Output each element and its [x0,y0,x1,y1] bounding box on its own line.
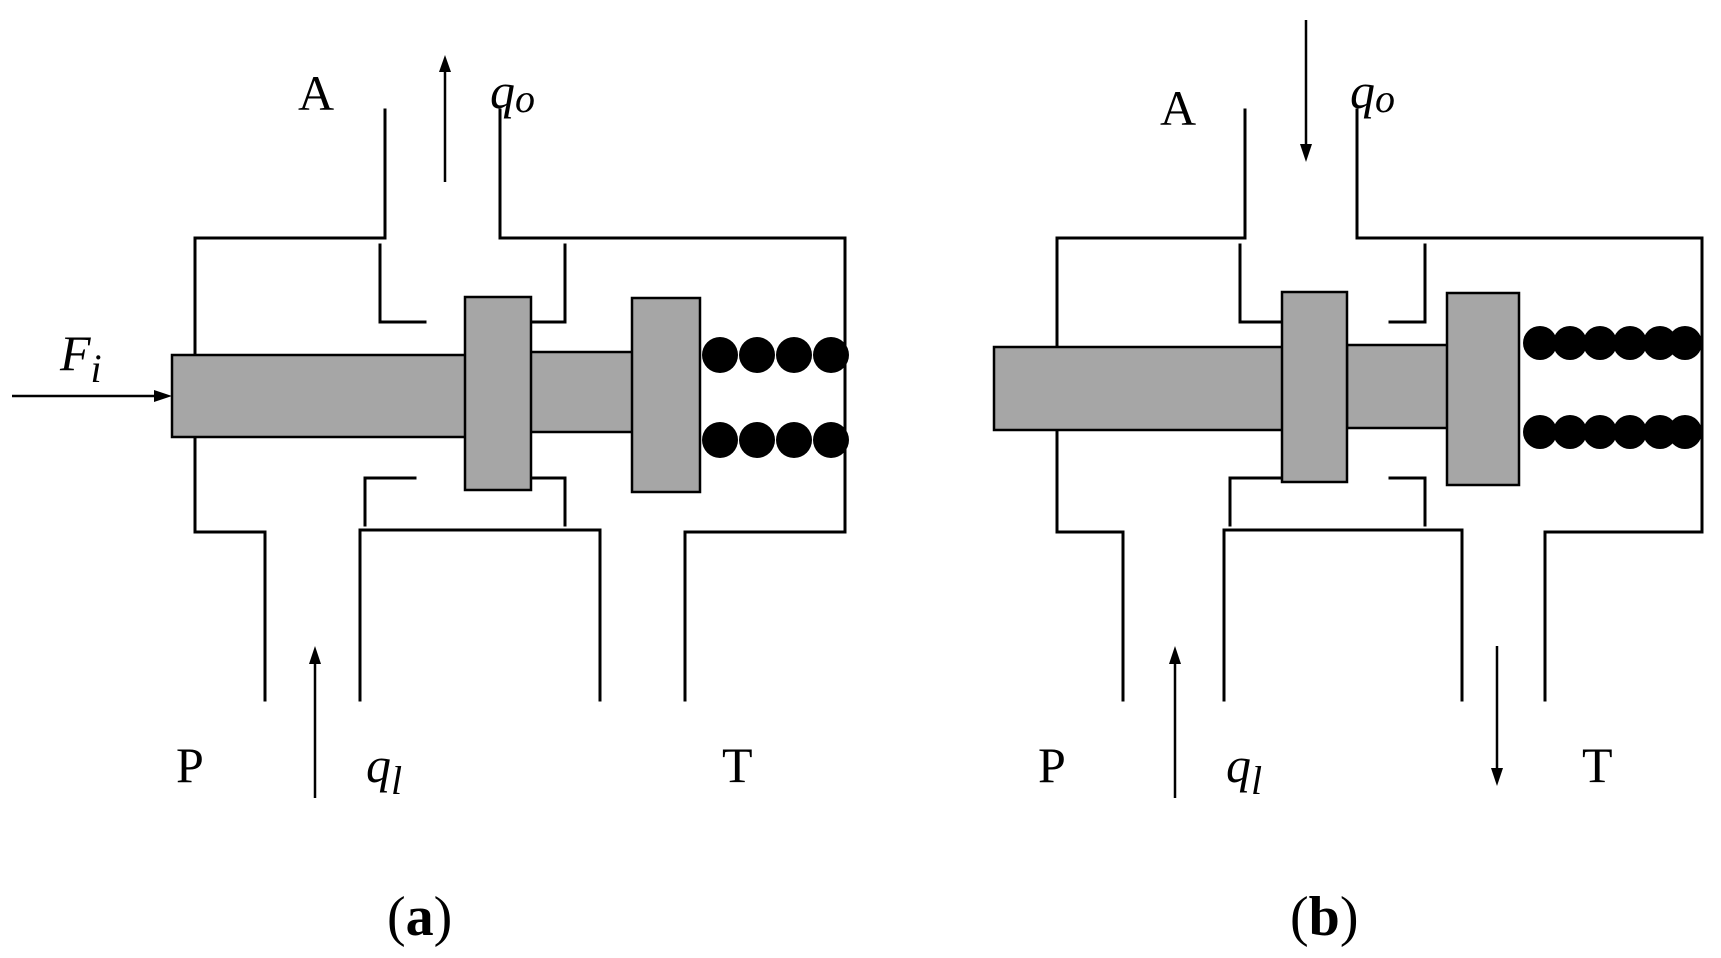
caption-a: (a) [387,886,452,948]
port-p-label-b: P [1038,737,1066,793]
caption-b: (b) [1290,886,1358,948]
port-a-label-b: A [1160,80,1196,136]
spool-b [992,290,1521,487]
force-arrow-a [12,390,172,402]
force-label-a: Fi [59,325,102,391]
panel-b: A P T qo ql (b) [992,20,1704,948]
flow-out-label-a: qo [490,63,535,121]
flow-out-arrow-b [1300,20,1312,162]
panel-a: A P T qo ql Fi (a) [12,55,849,948]
flow-out-label-b: qo [1350,63,1395,121]
tank-arrow-b [1491,646,1503,786]
spring-b [1523,326,1702,449]
port-t-label-b: T [1582,737,1613,793]
port-t-label-a: T [722,737,753,793]
flow-in-arrow-b [1169,646,1181,798]
port-a-label-a: A [298,65,334,121]
flow-in-label-b: ql [1226,737,1262,803]
spool-a [170,295,702,494]
flow-out-arrow-a [439,55,451,182]
spring-a [702,337,849,458]
flow-in-label-a: ql [366,737,402,803]
port-p-label-a: P [176,737,204,793]
flow-in-arrow-a [309,646,321,798]
valve-body-b [1055,108,1704,702]
